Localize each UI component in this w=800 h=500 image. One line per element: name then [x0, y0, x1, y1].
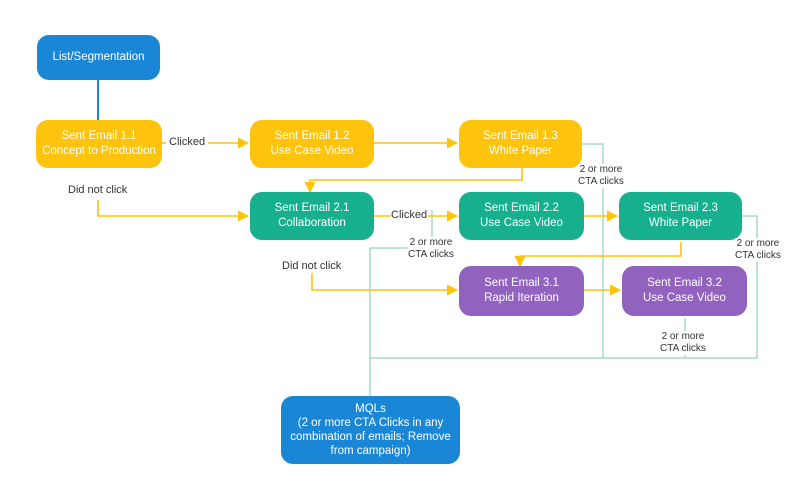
edge-label-cta-4: 2 or more CTA clicks — [660, 331, 706, 355]
arrow-1-3-to-2-1 — [304, 168, 523, 194]
node-mqls[interactable]: MQLs (2 or more CTA Clicks in any combin… — [281, 396, 460, 464]
node-list-segmentation-label: List/Segmentation — [52, 51, 145, 63]
arrow-2-1-to-3-1 — [311, 272, 459, 296]
node-email-2-1[interactable]: Sent Email 2.1 Collaboration — [250, 192, 374, 240]
arrow-1-1-to-2-1 — [97, 200, 250, 222]
node-email-1-1[interactable]: Sent Email 1.1 Concept to Production — [36, 120, 162, 168]
node-email-2-2[interactable]: Sent Email 2.2 Use Case Video — [459, 192, 584, 240]
node-email-1-2-title: Sent Email 1.2 — [274, 130, 350, 142]
mql-line-from-email-1-3 — [582, 143, 604, 358]
node-mqls-title: MQLs — [355, 403, 386, 415]
node-email-3-2-title: Sent Email 3.2 — [647, 277, 722, 289]
mql-line-from-email-2-3 — [370, 215, 758, 359]
edge-label-cta-2-line2: CTA clicks — [408, 249, 454, 260]
node-mqls-desc-1: (2 or more CTA Clicks in any — [297, 417, 444, 429]
node-email-1-1-subtitle: Concept to Production — [42, 145, 156, 157]
edge-label-cta-1: 2 or more CTA clicks — [578, 164, 624, 188]
edge-label-cta-3-line2: CTA clicks — [735, 250, 781, 261]
node-email-1-1-title: Sent Email 1.1 — [61, 130, 137, 142]
node-email-1-2-subtitle: Use Case Video — [270, 145, 354, 157]
node-email-2-3-subtitle: White Paper — [648, 217, 713, 229]
edge-label-cta-1-line1: 2 or more — [579, 164, 623, 175]
node-mqls-desc-2: combination of emails; Remove — [290, 431, 451, 443]
node-email-3-1-title: Sent Email 3.1 — [484, 277, 559, 289]
edge-label-did-not-click-2: Did not click — [282, 260, 342, 273]
edge-label-cta-2: 2 or more CTA clicks — [408, 237, 454, 261]
node-email-2-2-subtitle: Use Case Video — [480, 217, 563, 229]
node-email-2-3-title: Sent Email 2.3 — [643, 202, 718, 214]
node-email-3-2-subtitle: Use Case Video — [643, 292, 726, 304]
edge-label-cta-3-line1: 2 or more — [736, 238, 780, 249]
node-email-2-1-subtitle: Collaboration — [278, 217, 346, 229]
node-email-1-3-title: Sent Email 1.3 — [483, 130, 558, 142]
node-email-3-2[interactable]: Sent Email 3.2 Use Case Video — [622, 266, 747, 316]
edge-label-clicked-1: Clicked — [169, 136, 206, 149]
edge-label-clicked-2: Clicked — [391, 209, 428, 222]
node-email-1-3-subtitle: White Paper — [488, 145, 553, 157]
edge-label-cta-1-line2: CTA clicks — [578, 176, 624, 187]
node-mqls-desc-3: from campaign) — [330, 445, 411, 457]
node-email-2-3[interactable]: Sent Email 2.3 White Paper — [619, 192, 742, 240]
node-email-2-1-title: Sent Email 2.1 — [274, 202, 350, 214]
edge-label-cta-4-line1: 2 or more — [661, 331, 705, 342]
edge-label-did-not-click-1: Did not click — [68, 184, 128, 197]
node-list-segmentation[interactable]: List/Segmentation — [37, 35, 160, 80]
node-email-1-2[interactable]: Sent Email 1.2 Use Case Video — [250, 120, 374, 168]
arrow-2-3-to-3-1 — [514, 242, 682, 268]
edge-label-cta-3: 2 or more CTA clicks — [735, 238, 781, 262]
node-email-1-3[interactable]: Sent Email 1.3 White Paper — [459, 120, 582, 168]
edge-label-cta-4-line2: CTA clicks — [660, 343, 706, 354]
node-email-2-2-title: Sent Email 2.2 — [484, 202, 559, 214]
node-email-3-1[interactable]: Sent Email 3.1 Rapid Iteration — [459, 266, 584, 316]
edge-label-cta-2-line1: 2 or more — [409, 237, 453, 248]
node-email-3-1-subtitle: Rapid Iteration — [484, 292, 559, 304]
